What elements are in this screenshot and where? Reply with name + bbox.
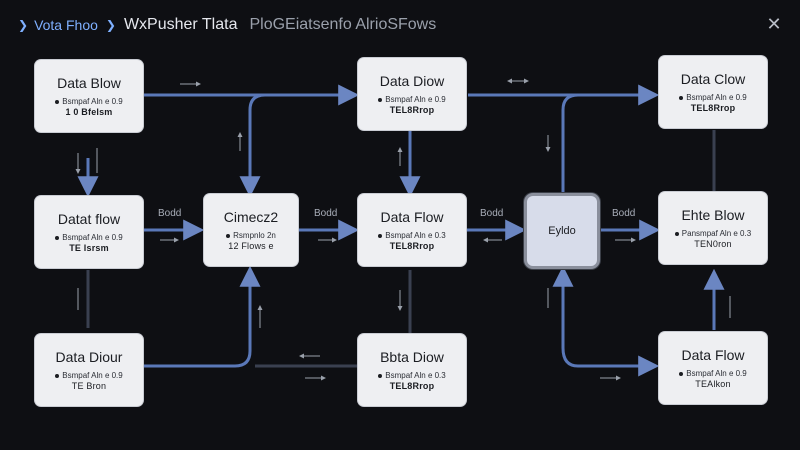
node-title: Bbta Diow [380,349,444,365]
node-sub: TE Bron [71,381,107,391]
node-title: Data Flow [681,347,745,363]
flow-node[interactable]: Data Flow Bsmpaf Aln e 0.3 TEL8Rrop [358,194,466,266]
bullet-icon [55,235,60,240]
breadcrumb: ❯ Vota Fhoo ❯ WxPusher Tlata PloGEiatsen… [18,16,436,34]
page-title: WxPusher Tlata [123,16,238,33]
flow-node[interactable]: Data Diow Bsmpaf Aln e 0.9 TEL8Rrop [358,58,466,130]
breadcrumb-root[interactable]: Vota Fhoo [34,17,98,33]
edge-label: Bodd [314,208,338,219]
node-title: Datat flow [57,211,121,227]
flow-node[interactable]: Datat flow Bsmpaf Aln e 0.9 TE lsrsm [35,196,143,268]
flow-node[interactable]: Ehte Blow Pansmpaf Aln e 0.3 TEN0ron [659,192,767,264]
flow-node[interactable]: Data Blow Bsmpaf Aln e 0.9 1 0 Bfelsm [35,60,143,132]
node-sub: TEL8Rrop [389,381,435,391]
bullet-icon [55,373,60,378]
node-meta: Rsmpnlo 2n [226,231,276,241]
edge-n9-n5 [142,265,261,368]
close-button[interactable]: ✕ [766,14,782,34]
node-meta: Bsmpaf Aln e 0.9 [55,233,123,243]
edge-label: Bodd [612,208,636,219]
node-meta: Bsmpaf Aln e 0.9 [679,93,747,103]
bullet-icon [378,97,383,102]
node-title: Cimecz2 [223,209,279,225]
bullet-icon [378,373,383,378]
edge-n7-up [561,93,579,195]
flow-canvas[interactable]: Bodd Bodd Bodd Bodd Data Blow Bsmpaf Aln… [0,48,800,450]
node-title: Data Clow [680,71,746,87]
node-meta: Bsmpaf Aln e 0.3 [378,231,446,241]
node-sub: TEL8Rrop [389,241,435,251]
page-subtitle: PloGEiatsenfo AlrioSFows [249,16,437,33]
flow-node-selected[interactable]: Eyldo [527,196,597,266]
node-title: Ehte Blow [681,207,745,223]
bullet-icon [674,231,679,236]
node-title: Data Diow [379,73,445,89]
edge-label: Bodd [480,208,504,219]
flow-node[interactable]: Cimecz2 Rsmpnlo 2n 12 Flows e [204,194,298,266]
edges-layer [75,78,731,381]
flow-node[interactable]: Bbta Diow Bsmpaf Aln e 0.3 TEL8Rrop [358,334,466,406]
node-sub: TEL8Rrop [690,103,736,113]
bullet-icon [55,99,60,104]
node-meta: Bsmpaf Aln e 0.9 [679,369,747,379]
chevron-right-icon: ❯ [105,18,116,32]
edge-n5-up [239,93,266,198]
bullet-icon [679,95,684,100]
bullet-icon [378,233,383,238]
node-sub: TEL8Rrop [389,105,435,115]
node-sub: 12 Flows e [228,241,274,251]
edge-label: Bodd [158,208,182,219]
node-meta: Pansmpaf Aln e 0.3 [674,229,751,239]
edge-n7-down [552,265,660,377]
title-bar: ❯ Vota Fhoo ❯ WxPusher Tlata PloGEiatsen… [0,0,800,48]
node-meta: Bsmpaf Aln e 0.9 [55,371,123,381]
bullet-icon [679,371,684,376]
node-meta: Bsmpaf Aln e 0.3 [378,371,446,381]
node-title: Data Diour [55,349,123,365]
bullet-icon [226,233,231,238]
node-title: Eyldo [548,225,576,237]
node-meta: Bsmpaf Aln e 0.9 [378,95,446,105]
node-sub: TEN0ron [694,239,732,249]
flow-node[interactable]: Data Diour Bsmpaf Aln e 0.9 TE Bron [35,334,143,406]
chevron-right-icon: ❯ [18,18,29,32]
node-title: Data Blow [57,75,121,91]
node-sub: 1 0 Bfelsm [65,107,113,117]
flow-node[interactable]: Data Flow Bsmpaf Aln e 0.9 TEAlkon [659,332,767,404]
flow-node[interactable]: Data Clow Bsmpaf Aln e 0.9 TEL8Rrop [659,56,767,128]
node-sub: TE lsrsm [69,243,109,253]
node-title: Data Flow [380,209,444,225]
node-sub: TEAlkon [695,379,731,389]
node-meta: Bsmpaf Aln e 0.9 [55,97,123,107]
